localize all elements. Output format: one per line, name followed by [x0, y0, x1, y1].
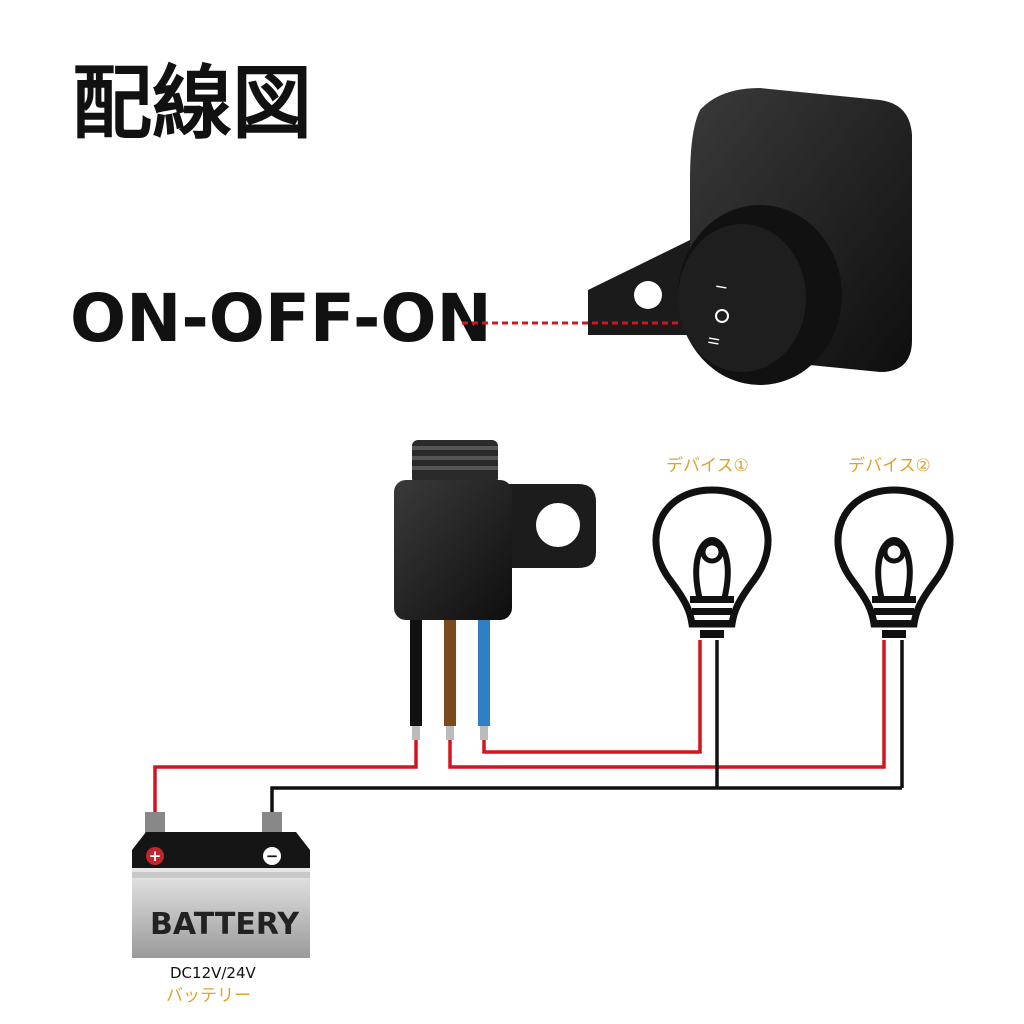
- bulb-1-icon: [652, 486, 772, 638]
- wire-blue: [478, 620, 490, 726]
- battery-minus-sign: −: [266, 847, 279, 865]
- switch-photo: I II: [588, 88, 912, 385]
- switch-mark-on1-icon: I: [714, 284, 730, 291]
- wire-battery-plus-to-switch: [153, 740, 418, 820]
- battery-plus-terminal-icon: [146, 847, 164, 865]
- page-title: 配線図: [72, 57, 312, 150]
- switch-mark-on2-icon: II: [706, 336, 723, 347]
- wire-battery-minus-ground: [270, 786, 902, 820]
- battery-minus-terminal-icon: [263, 847, 281, 865]
- switch-mark-off-icon: [715, 309, 729, 323]
- wire-switch-blue-to-bulb1: [482, 640, 702, 754]
- battery-label: BATTERY: [150, 907, 300, 942]
- device-2-label: デバイス②: [848, 456, 931, 476]
- wire-switch-brown-to-bulb2: [448, 640, 886, 769]
- battery-voltage: DC12V/24V: [170, 964, 256, 982]
- device-1-label: デバイス①: [666, 456, 749, 476]
- switch-mode-label: ON-OFF-ON: [70, 280, 492, 357]
- switch-body: [394, 440, 596, 620]
- wire-brown: [444, 620, 456, 726]
- battery-caption: バッテリー: [166, 986, 251, 1006]
- bulb-2-icon: [834, 486, 954, 638]
- battery-plus-sign: +: [149, 847, 162, 865]
- battery-icon: + −: [132, 812, 310, 958]
- wire-black: [410, 620, 422, 726]
